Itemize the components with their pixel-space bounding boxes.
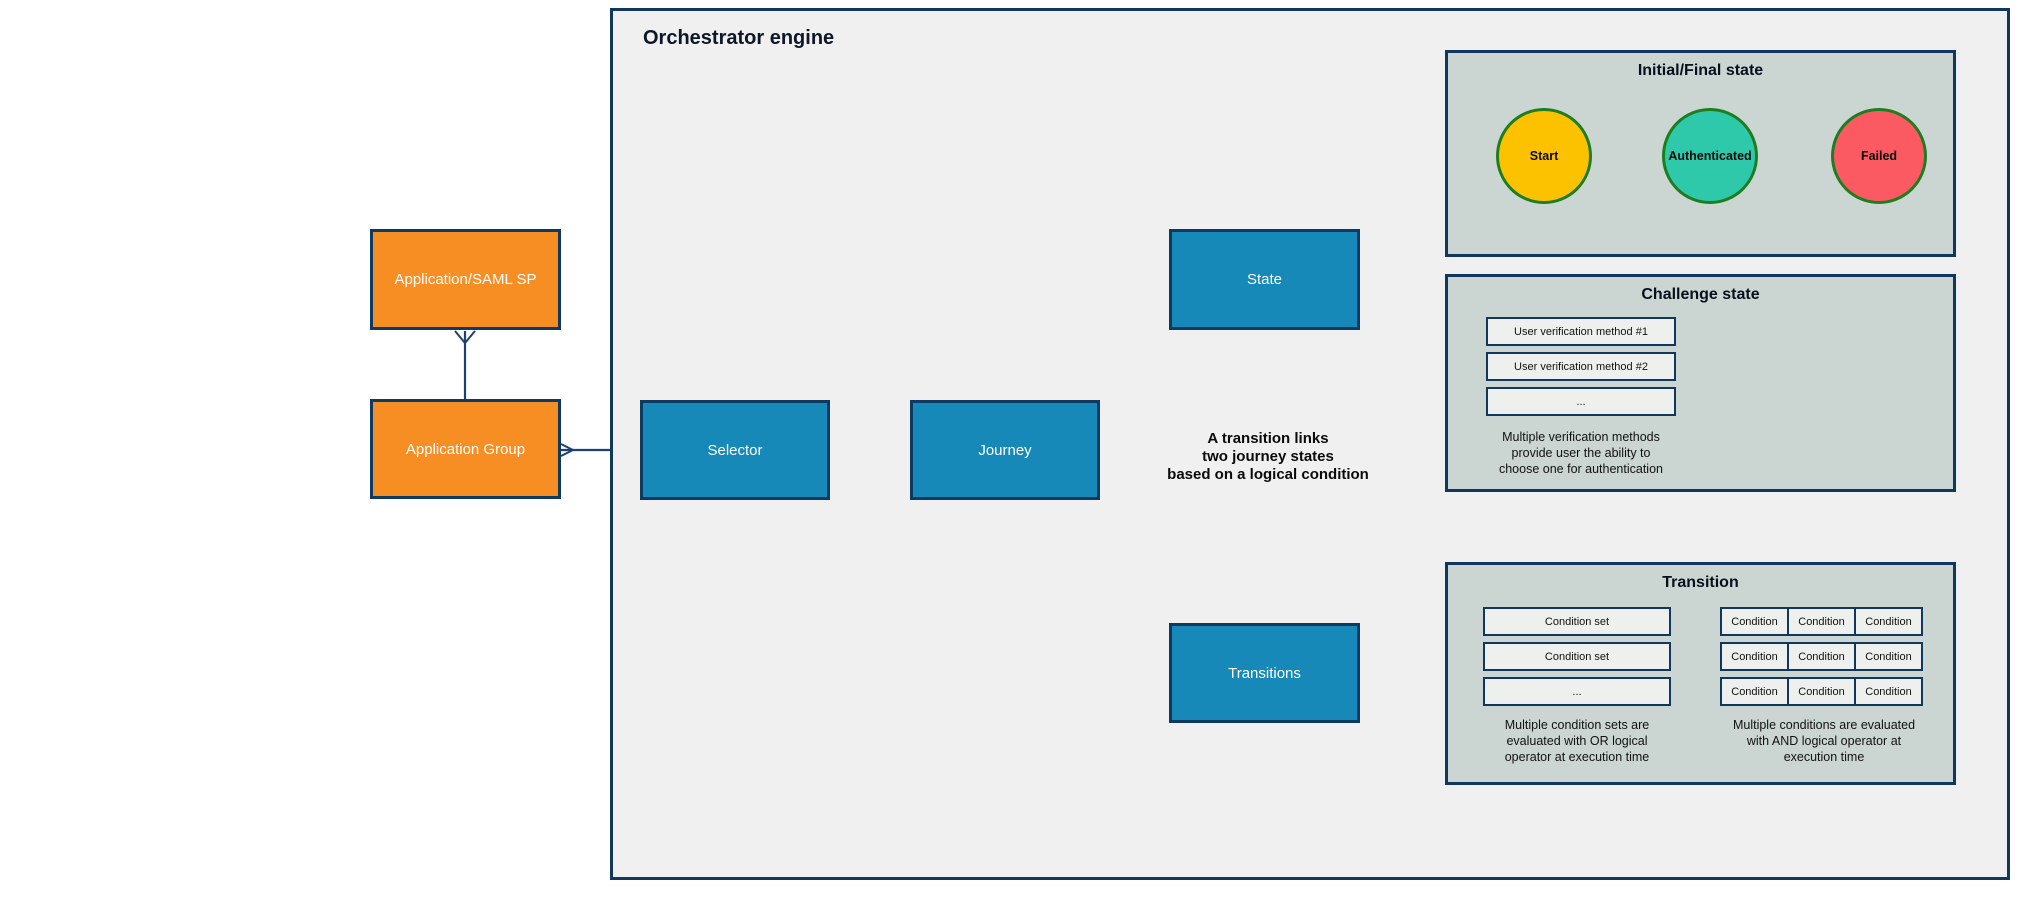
state-circle-failed: Failed — [1831, 108, 1927, 204]
condition-cell: Condition — [1720, 607, 1789, 636]
condition-cell: Condition — [1854, 642, 1923, 671]
state-circle-authenticated: Authenticated — [1662, 108, 1758, 204]
condition-cell: Condition — [1720, 642, 1789, 671]
panel-initial-final-title: Initial/Final state — [1637, 62, 1764, 79]
panel-transition-title: Transition — [1662, 574, 1739, 591]
condition-cell: Condition — [1854, 607, 1923, 636]
panel-challenge-state: Challenge state User verification method… — [1445, 274, 1956, 492]
fork-group — [560, 443, 574, 457]
condition-cell: Condition — [1720, 677, 1789, 706]
node-application-group: Application Group — [370, 399, 561, 499]
transition-and-caption: Multiple conditions are evaluated with A… — [1732, 718, 1916, 764]
transition-or-caption: Multiple condition sets are evaluated wi… — [1504, 718, 1650, 764]
condition-row: Condition Condition Condition — [1720, 642, 1923, 671]
verification-method-box: User verification method #1 — [1486, 317, 1676, 346]
node-selector: Selector — [640, 400, 830, 500]
transition-annotation: A transition links two journey states ba… — [1167, 430, 1369, 483]
condition-set-box: Condition set — [1483, 642, 1671, 671]
condition-cell: Condition — [1787, 607, 1856, 636]
condition-set-box: ... — [1483, 677, 1671, 706]
condition-cell: Condition — [1787, 677, 1856, 706]
condition-cell: Condition — [1854, 677, 1923, 706]
panel-transition: Transition Condition set Condition set .… — [1445, 562, 1956, 785]
node-journey: Journey — [910, 400, 1100, 500]
verification-method-box: User verification method #2 — [1486, 352, 1676, 381]
fork-saml — [454, 330, 476, 344]
condition-cell: Condition — [1787, 642, 1856, 671]
condition-row: Condition Condition Condition — [1720, 677, 1923, 706]
panel-initial-final-state: Initial/Final state Start Authenticated … — [1445, 50, 1956, 257]
state-circle-start: Start — [1496, 108, 1592, 204]
orchestrator-engine-title: Orchestrator engine — [643, 27, 835, 49]
condition-row: Condition Condition Condition — [1720, 607, 1923, 636]
challenge-caption: Multiple verification methods provide us… — [1498, 430, 1663, 476]
panel-challenge-title: Challenge state — [1641, 286, 1760, 303]
verification-method-box: ... — [1486, 387, 1676, 416]
node-application-saml-sp: Application/SAML SP — [370, 229, 561, 330]
node-state: State — [1169, 229, 1360, 330]
node-transitions: Transitions — [1169, 623, 1360, 723]
condition-set-box: Condition set — [1483, 607, 1671, 636]
